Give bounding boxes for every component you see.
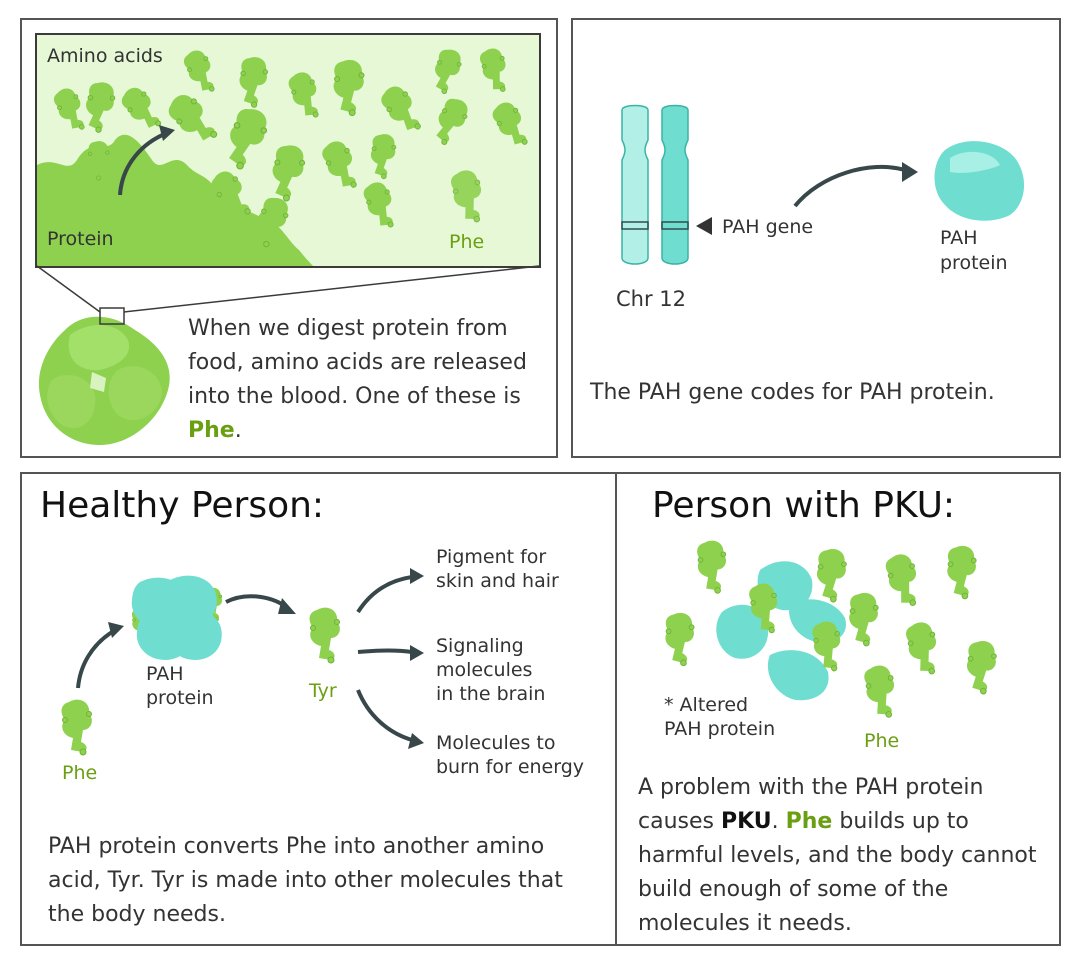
- pah-gene-label: PAH gene: [722, 216, 814, 238]
- output-signaling-line2: molecules: [436, 659, 533, 681]
- output-signaling-line3: in the brain: [436, 683, 546, 705]
- pku-caption: A problem with the PAH protein causes PK…: [638, 775, 1037, 936]
- inset-label-protein: Protein: [47, 228, 114, 250]
- output-energy-line2: burn for energy: [436, 756, 585, 778]
- inset-illustration: [37, 45, 534, 266]
- healthy-panel: [20, 472, 617, 946]
- altered-pah-label-line1: * Altered: [664, 694, 749, 716]
- pah-protein-label-line1: PAH: [940, 227, 978, 249]
- digestion-caption: When we digest protein from food, amino …: [188, 316, 527, 443]
- amino-acid-inset: Amino acids Protein Phe: [35, 33, 541, 268]
- inset-label-phe: Phe: [449, 231, 485, 253]
- tyr-label: Tyr: [309, 680, 337, 702]
- output-energy-line1: Molecules to: [436, 732, 556, 754]
- output-signaling-line1: Signaling: [436, 635, 524, 657]
- pku-heading: Person with PKU:: [652, 485, 956, 526]
- healthy-heading: Healthy Person:: [40, 485, 325, 526]
- phe-label-pku: Phe: [864, 730, 900, 752]
- gene-caption: The PAH gene codes for PAH protein.: [590, 380, 995, 405]
- chromosome-label: Chr 12: [616, 287, 687, 311]
- altered-pah-label-line2: PAH protein: [664, 718, 776, 740]
- gene-panel: [571, 18, 1061, 458]
- output-pigment-line1: Pigment for: [436, 546, 547, 568]
- phe-label-healthy: Phe: [62, 762, 98, 784]
- inset-label-amino-acids: Amino acids: [47, 45, 163, 67]
- healthy-caption: PAH protein converts Phe into another am…: [48, 834, 563, 927]
- output-pigment-line2: skin and hair: [436, 570, 559, 592]
- pah-label-line2: protein: [146, 687, 214, 709]
- pah-label-line1: PAH: [146, 663, 184, 685]
- pah-protein-label-line2: protein: [940, 252, 1008, 274]
